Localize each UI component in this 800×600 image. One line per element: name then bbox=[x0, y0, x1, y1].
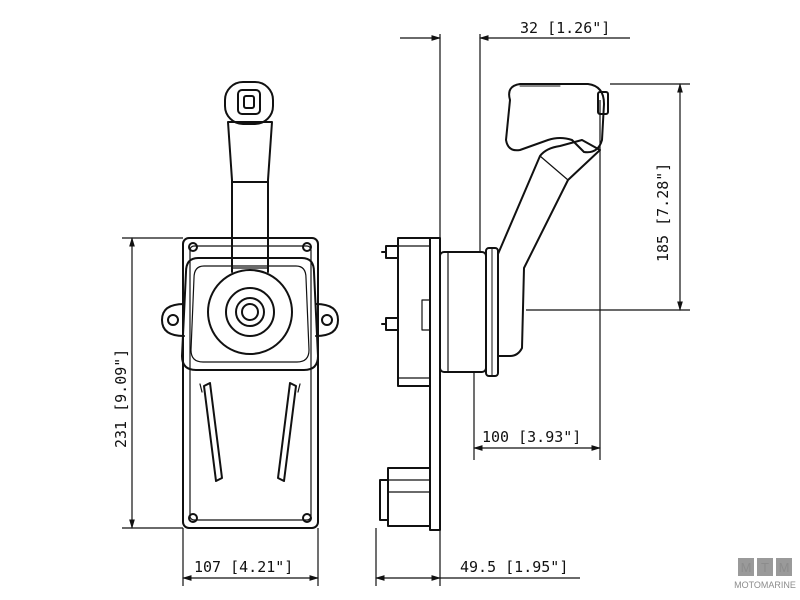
front-handle-knob bbox=[224, 81, 274, 125]
side-handle bbox=[505, 83, 605, 154]
dim-side-width: 49.5 [1.95"] bbox=[460, 558, 568, 576]
dim-depth: 100 [3.93"] bbox=[482, 428, 581, 446]
mount-hole bbox=[302, 513, 312, 523]
rear-bolt bbox=[385, 245, 399, 259]
mount-hole bbox=[302, 242, 312, 252]
side-lever bbox=[497, 139, 601, 357]
watermark-letter: T bbox=[761, 560, 769, 575]
lower-box bbox=[387, 467, 431, 527]
front-base-plate bbox=[182, 237, 319, 529]
watermark-logo: M T M MOTOMARINE bbox=[734, 558, 796, 590]
mount-hole bbox=[188, 513, 198, 523]
slot-right bbox=[277, 382, 297, 482]
mount-hole bbox=[188, 242, 198, 252]
dim-lever-height: 185 [7.28"] bbox=[654, 163, 672, 262]
side-view bbox=[379, 83, 609, 531]
rear-bolt bbox=[385, 317, 399, 331]
watermark-name: MOTOMARINE bbox=[734, 580, 796, 590]
dim-offset-top: 32 [1.26"] bbox=[520, 19, 610, 37]
slot-left bbox=[203, 382, 223, 482]
side-plate bbox=[429, 237, 441, 531]
front-lever-arm bbox=[227, 121, 273, 273]
front-housing bbox=[181, 257, 319, 371]
watermark-letter: M bbox=[741, 560, 752, 575]
dim-base-height: 231 [9.09"] bbox=[112, 349, 130, 448]
lever-hub bbox=[207, 269, 293, 355]
side-hub bbox=[439, 251, 487, 373]
front-view bbox=[161, 81, 339, 529]
right-ear bbox=[315, 303, 339, 337]
dim-base-width: 107 [4.21"] bbox=[194, 558, 293, 576]
rear-box bbox=[397, 237, 431, 387]
watermark-letter: M bbox=[779, 560, 790, 575]
left-ear bbox=[161, 303, 185, 337]
